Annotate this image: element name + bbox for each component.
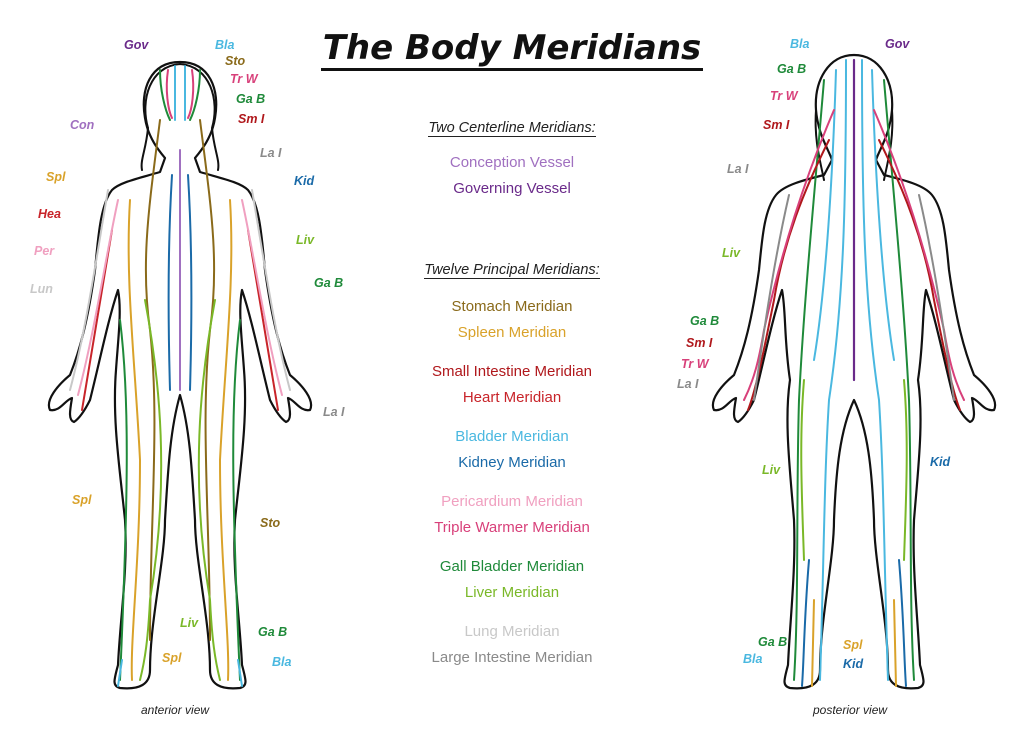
- label-lai2: La I: [677, 377, 699, 391]
- governing-vessel-head-lines: [159, 69, 201, 121]
- legend-spleen: Spleen Meridian: [457, 323, 567, 341]
- legend-group: Lung Meridian Large Intestine Meridian: [352, 619, 672, 670]
- label-gab2: Ga B: [314, 276, 344, 290]
- legend-group: Pericardium Meridian Triple Warmer Merid…: [352, 489, 672, 540]
- label-gab3: Ga B: [258, 625, 288, 639]
- label-sto2: Sto: [260, 516, 281, 530]
- label-spl: Spl: [843, 638, 863, 652]
- triple-warmer-line: [743, 109, 965, 401]
- label-bla2: Bla: [743, 652, 763, 666]
- bladder-back-lines: [819, 59, 889, 681]
- bladder-head-lines: [174, 65, 186, 121]
- hair-outline: [140, 127, 149, 171]
- label-gov: Gov: [124, 38, 149, 52]
- label-trw: Tr W: [770, 89, 798, 103]
- label-bla: Bla: [790, 37, 810, 51]
- label-smi: Sm I: [238, 112, 265, 126]
- legend-group: Stomach Meridian Spleen Meridian: [352, 294, 672, 345]
- principal-legend: Twelve Principal Meridians: Stomach Meri…: [352, 262, 672, 684]
- anterior-view-caption: anterior view: [141, 703, 210, 717]
- kidney-line: [801, 559, 907, 687]
- gall-bladder-line: [119, 319, 241, 681]
- page-title: The Body Meridians: [0, 28, 1024, 71]
- foot-bladder: [117, 659, 243, 687]
- legend-gall-bladder: Gall Bladder Meridian: [439, 558, 585, 575]
- label-liv2: Liv: [762, 463, 781, 477]
- legend-governing-vessel: Governing Vessel: [453, 179, 571, 197]
- spleen-line: [811, 599, 897, 687]
- label-gab: Ga B: [236, 92, 266, 106]
- label-kid2: Kid: [843, 657, 864, 671]
- body-outline: [47, 60, 313, 690]
- legend-stomach: Stomach Meridian: [451, 298, 573, 315]
- label-smi2: Sm I: [686, 336, 713, 350]
- legend-kidney: Kidney Meridian: [458, 453, 566, 471]
- legend-liver: Liver Meridian: [464, 583, 560, 601]
- posterior-body-figure: [711, 53, 997, 690]
- label-trw2: Tr W: [681, 357, 709, 371]
- label-lun: Lun: [30, 282, 53, 296]
- lung-line: [69, 189, 291, 391]
- bladder-outer-lines: [813, 69, 895, 361]
- label-hea: Hea: [38, 207, 61, 221]
- legend-group: Bladder Meridian Kidney Meridian: [352, 424, 672, 475]
- label-spl2: Spl: [72, 493, 92, 507]
- body-outline: [711, 53, 997, 690]
- legend-small-intestine: Small Intestine Meridian: [431, 363, 593, 380]
- legend-conception-vessel: Conception Vessel: [449, 154, 575, 171]
- label-bla: Bla: [215, 38, 235, 52]
- label-gab3: Ga B: [758, 635, 788, 649]
- principal-heading: Twelve Principal Meridians:: [424, 262, 600, 279]
- legend-triple-warmer: Triple Warmer Meridian: [434, 518, 590, 536]
- label-kid: Kid: [294, 174, 315, 188]
- label-spl: Spl: [46, 170, 66, 184]
- label-con: Con: [70, 118, 95, 132]
- label-bla2: Bla: [272, 655, 292, 669]
- liver-line: [800, 379, 908, 561]
- triple-warmer-head-line: [165, 69, 195, 119]
- label-sto: Sto: [225, 54, 246, 68]
- label-liv: Liv: [296, 233, 315, 247]
- label-gov: Gov: [885, 37, 910, 51]
- label-gab: Ga B: [777, 62, 807, 76]
- pericardium-line: [77, 199, 283, 396]
- label-lai: La I: [727, 162, 749, 176]
- label-liv: Liv: [722, 246, 741, 260]
- posterior-view-caption: posterior view: [813, 703, 888, 717]
- label-gab2: Ga B: [690, 314, 720, 328]
- centerline-legend: Two Centerline Meridians: Conception Ves…: [352, 120, 672, 201]
- label-lai: La I: [260, 146, 282, 160]
- gall-bladder-line: [793, 79, 915, 681]
- label-per: Per: [34, 244, 55, 258]
- label-smi: Sm I: [763, 118, 790, 132]
- hair-outline: [144, 63, 220, 171]
- label-trw: Tr W: [230, 72, 258, 86]
- legend-bladder: Bladder Meridian: [455, 428, 569, 445]
- label-liv2: Liv: [180, 616, 199, 630]
- legend-large-intestine: Large Intestine Meridian: [431, 648, 593, 666]
- label-spl3: Spl: [162, 651, 182, 665]
- centerline-heading: Two Centerline Meridians:: [428, 120, 596, 137]
- anterior-body-figure: [47, 60, 313, 690]
- spleen-line: [127, 199, 233, 681]
- legend-heart: Heart Meridian: [462, 388, 562, 406]
- large-intestine-line: [753, 194, 955, 401]
- legend-group: Small Intestine Meridian Heart Meridian: [352, 359, 672, 410]
- legend-pericardium: Pericardium Meridian: [441, 493, 583, 510]
- label-kid: Kid: [930, 455, 951, 469]
- liver-line: [139, 299, 221, 681]
- legend-lung: Lung Meridian: [464, 623, 560, 640]
- title-text: The Body Meridians: [320, 28, 704, 71]
- label-lai2: La I: [323, 405, 345, 419]
- legend-group: Gall Bladder Meridian Liver Meridian: [352, 554, 672, 605]
- kidney-line: [167, 174, 193, 391]
